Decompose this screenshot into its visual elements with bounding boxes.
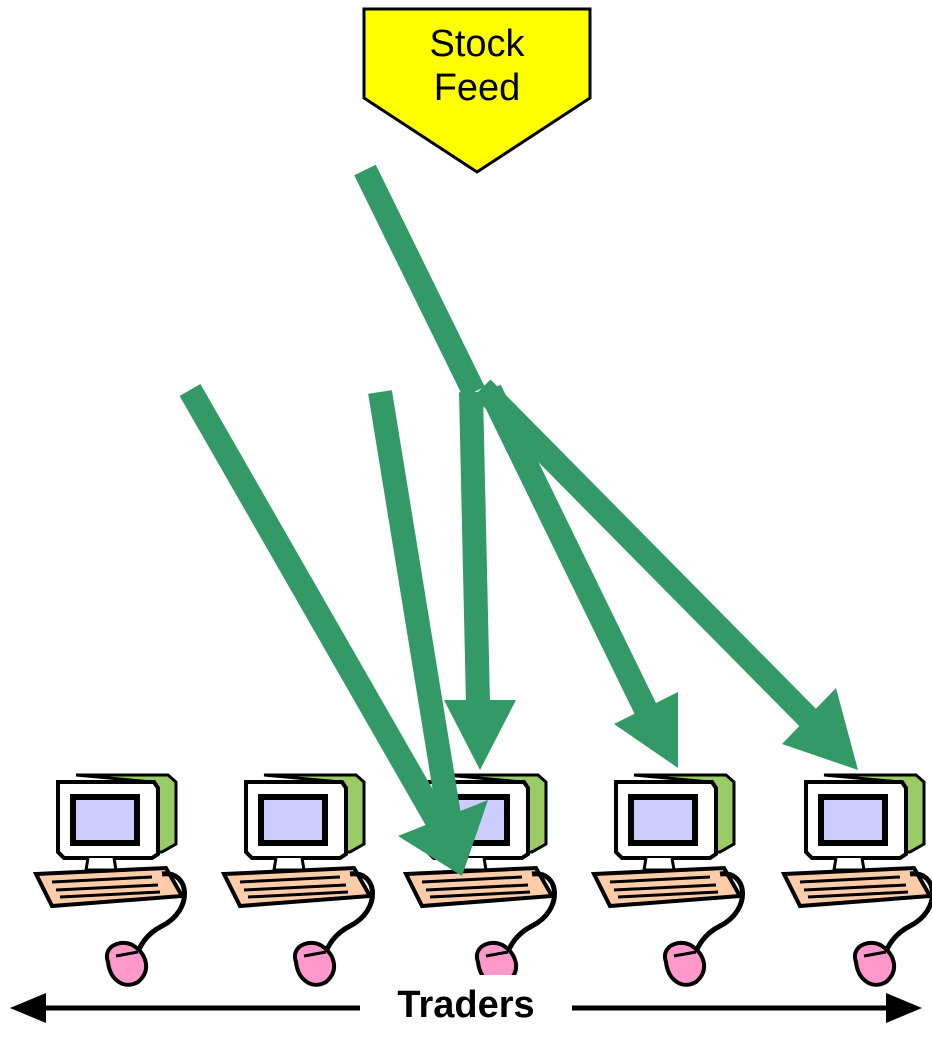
- arrow-into-trader-3-head: [398, 800, 488, 876]
- trader-computer-1: [36, 775, 185, 985]
- arrow-from-trader-1-shaft: [179, 384, 459, 846]
- traders-label: Traders: [360, 975, 572, 1035]
- stock-feed-shape: [362, 7, 592, 174]
- trader-computer-4: [594, 775, 743, 985]
- arrow-to-trader-3-shaft: [459, 391, 490, 705]
- arrow-from-trader-2-shaft: [368, 390, 466, 848]
- arrow-to-trader-4-shaft: [479, 384, 658, 718]
- arrow-trunk: [354, 164, 485, 398]
- trader-computer-5: [784, 775, 932, 985]
- arrow-to-trader-4-head: [614, 692, 678, 768]
- stock-feed-label-line2: Feed: [433, 67, 521, 109]
- arrow-to-trader-5-head: [782, 688, 858, 770]
- arrow-to-trader-3-head: [444, 700, 516, 770]
- trader-computer-2: [224, 775, 373, 985]
- arrow-to-trader-5-shaft: [473, 379, 835, 745]
- stock-feed-label: Stock Feed: [364, 22, 590, 110]
- stock-feed-label-line1: Stock: [429, 23, 525, 65]
